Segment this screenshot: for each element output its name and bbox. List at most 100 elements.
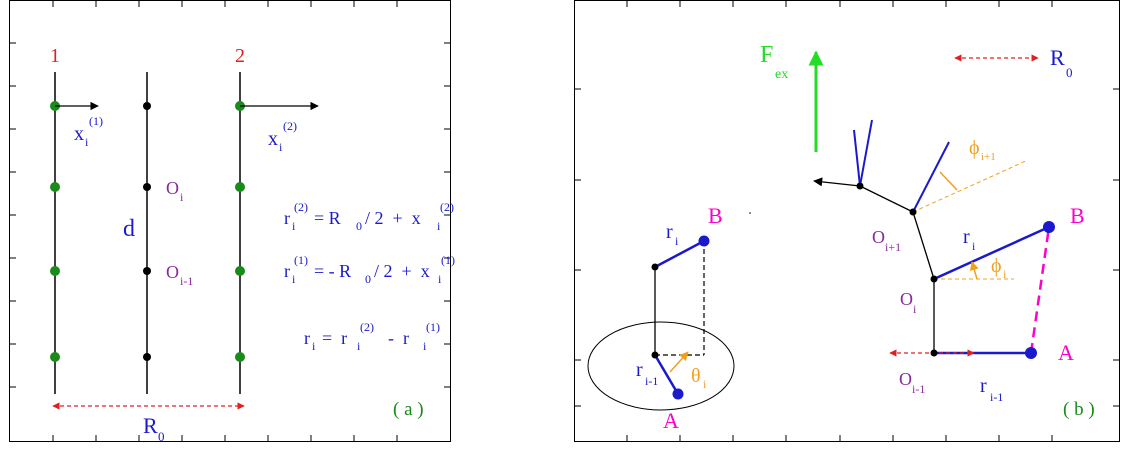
svg-text:i: i bbox=[913, 302, 917, 316]
svg-text:O: O bbox=[900, 289, 913, 309]
panel-b-frame bbox=[574, 0, 1120, 442]
svg-text:i-1: i-1 bbox=[180, 274, 193, 288]
svg-text:x: x bbox=[268, 128, 278, 150]
stray-dot bbox=[749, 212, 751, 214]
svg-text:(2): (2) bbox=[294, 200, 308, 214]
svg-text:i: i bbox=[357, 339, 361, 353]
node-oi bbox=[930, 275, 938, 283]
svg-text:i-1: i-1 bbox=[912, 382, 925, 396]
left-node-mid bbox=[651, 351, 659, 359]
svg-text:(1): (1) bbox=[89, 114, 103, 128]
theta-arrow bbox=[669, 351, 689, 373]
rotation-ellipse bbox=[587, 321, 735, 411]
panel-a-ticks bbox=[9, 0, 451, 442]
panel-a: 1 2 x i (1) x i (2) d O i O i-1 r i bbox=[9, 0, 455, 444]
svg-text:r: r bbox=[284, 208, 290, 228]
svg-text:O: O bbox=[166, 178, 179, 198]
svg-text:O: O bbox=[872, 227, 885, 247]
svg-text:0: 0 bbox=[365, 272, 371, 286]
svg-text:r: r bbox=[666, 221, 673, 243]
bond-upper-1 bbox=[859, 119, 873, 187]
left-label-ri-1: r i-1 bbox=[636, 359, 658, 388]
site-label-oi-1: O i-1 bbox=[166, 262, 193, 288]
site-label-oi-b: O i bbox=[900, 289, 917, 316]
svg-text:i+1: i+1 bbox=[981, 151, 996, 163]
svg-text:r: r bbox=[304, 328, 310, 348]
ab-dashed-line bbox=[1029, 226, 1051, 354]
svg-text:- r: - r bbox=[388, 328, 409, 348]
svg-text:i-1: i-1 bbox=[645, 374, 658, 388]
svg-text:θ: θ bbox=[691, 365, 701, 387]
svg-text:i: i bbox=[292, 272, 296, 286]
x2-label: x i (2) bbox=[268, 119, 297, 154]
strand-2-label: 2 bbox=[235, 45, 245, 67]
right-label-a: A bbox=[1058, 340, 1074, 365]
right-label-ri-1: r i-1 bbox=[980, 375, 1003, 404]
bond-upper-3 bbox=[912, 141, 950, 213]
svg-text:= R: = R bbox=[314, 208, 341, 228]
right-endpoint-a bbox=[1025, 347, 1037, 359]
node-oi-1 bbox=[930, 349, 938, 357]
site-label-oi-1-b: O i-1 bbox=[899, 369, 925, 396]
r0-label: R 0 bbox=[143, 413, 165, 444]
svg-text:R: R bbox=[1050, 45, 1065, 70]
site-label-oi+1: O i+1 bbox=[872, 227, 901, 254]
svg-text:(1): (1) bbox=[441, 253, 455, 267]
svg-text:i: i bbox=[279, 140, 283, 154]
svg-text:i: i bbox=[423, 339, 427, 353]
svg-text:(1): (1) bbox=[294, 253, 308, 267]
svg-text:i: i bbox=[703, 377, 707, 391]
formula-ri: r i = r i (2) - r i (1) bbox=[304, 320, 440, 353]
svg-text:r: r bbox=[636, 359, 643, 381]
left-bond-ri-1 bbox=[653, 354, 680, 395]
svg-text:i+1: i+1 bbox=[885, 240, 901, 254]
formula-r2: r i (2) = R 0 / 2 + x i (2) bbox=[284, 200, 454, 233]
svg-text:(2): (2) bbox=[440, 200, 454, 214]
svg-text:i-1: i-1 bbox=[990, 390, 1003, 404]
left-node-top bbox=[651, 263, 659, 271]
right-label-b: B bbox=[1070, 203, 1085, 228]
left-label-b: B bbox=[708, 203, 723, 228]
svg-text:F: F bbox=[760, 42, 773, 68]
node-oi+1 bbox=[909, 208, 917, 216]
formula-r1: r i (1) = - R 0 / 2 + x i (1) bbox=[284, 253, 455, 286]
svg-text:i: i bbox=[675, 234, 679, 248]
site-label-oi: O i bbox=[166, 178, 184, 204]
phi-i+1-arc bbox=[939, 171, 958, 191]
svg-text:r: r bbox=[284, 261, 290, 281]
svg-text:i: i bbox=[437, 219, 441, 233]
svg-text:ϕ: ϕ bbox=[991, 255, 1002, 277]
svg-text:ex: ex bbox=[775, 67, 788, 82]
svg-text:O: O bbox=[166, 262, 179, 282]
node-top bbox=[856, 182, 864, 190]
svg-text:i: i bbox=[85, 135, 89, 149]
panel-b-tag: ( b ) bbox=[1063, 399, 1095, 420]
phi-i-label: ϕ i bbox=[991, 255, 1007, 281]
axis-nodes bbox=[143, 102, 151, 361]
svg-text:0: 0 bbox=[158, 429, 165, 444]
r0-scale-label: R 0 bbox=[1050, 45, 1073, 80]
phi-i+1-label: ϕ i+1 bbox=[969, 137, 996, 163]
svg-text:/ 2 + x: / 2 + x bbox=[365, 208, 421, 228]
right-endpoint-b bbox=[1043, 221, 1055, 233]
left-endpoint-a bbox=[672, 388, 684, 400]
svg-text:ϕ: ϕ bbox=[969, 137, 980, 159]
strand-1-nodes bbox=[50, 101, 60, 362]
panel-b-ticks bbox=[574, 0, 1120, 442]
panel-a-frame bbox=[9, 0, 451, 442]
svg-text:r: r bbox=[963, 226, 970, 248]
svg-text:/ 2 + x: / 2 + x bbox=[374, 261, 430, 281]
bond-upper-2 bbox=[853, 129, 861, 187]
svg-text:= r: = r bbox=[322, 328, 347, 348]
svg-text:r: r bbox=[980, 375, 987, 397]
svg-text:i: i bbox=[180, 190, 184, 204]
left-label-ri: r i bbox=[666, 221, 679, 248]
left-endpoint-b bbox=[698, 235, 710, 247]
svg-text:i: i bbox=[1003, 267, 1007, 281]
x1-label: x i (1) bbox=[74, 114, 103, 149]
phi-i+1-ref bbox=[912, 159, 1029, 213]
force-label: F ex bbox=[760, 42, 788, 82]
panel-a-tag: ( a ) bbox=[393, 399, 424, 420]
svg-text:O: O bbox=[899, 369, 912, 389]
